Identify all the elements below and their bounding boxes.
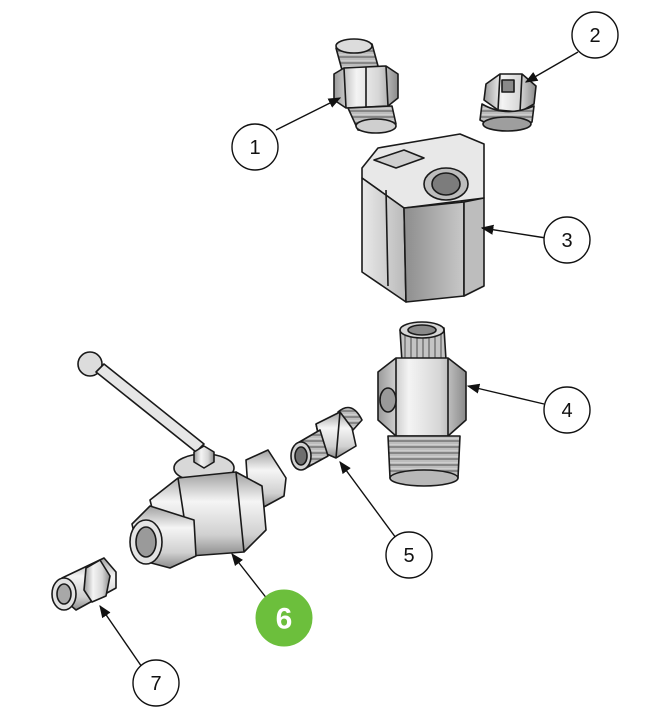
leader-7 <box>99 604 145 671</box>
callout-6: 6 <box>255 589 313 647</box>
leader-1 <box>275 97 342 131</box>
leader-6 <box>231 553 269 601</box>
part-2-plug <box>479 73 537 132</box>
part-4-threaded-adaptor <box>377 321 467 487</box>
callout-2-label: 2 <box>589 25 600 47</box>
callout-4: 4 <box>543 386 591 434</box>
callout-3: 3 <box>543 216 591 264</box>
leader-2 <box>524 51 579 83</box>
part-5-hex-nipple <box>290 406 363 471</box>
leader-3 <box>480 224 547 239</box>
part-7-nipple <box>51 557 117 611</box>
leader-5 <box>339 460 397 539</box>
callout-1: 1 <box>231 123 279 171</box>
leader-lines <box>99 51 579 671</box>
callout-1-label: 1 <box>249 137 260 159</box>
part-6-ball-valve <box>77 351 287 569</box>
callout-4-label: 4 <box>561 400 572 422</box>
leader-4 <box>466 383 545 405</box>
callout-2: 2 <box>571 11 619 59</box>
part-1-hex-nipple <box>333 38 399 134</box>
callout-3-label: 3 <box>561 230 572 252</box>
callout-5-label: 5 <box>403 545 414 567</box>
callout-6-label: 6 <box>276 603 293 636</box>
part-3-tee-block <box>361 133 485 303</box>
callout-7: 7 <box>132 659 180 707</box>
callout-5: 5 <box>385 531 433 579</box>
callout-7-label: 7 <box>150 673 161 695</box>
